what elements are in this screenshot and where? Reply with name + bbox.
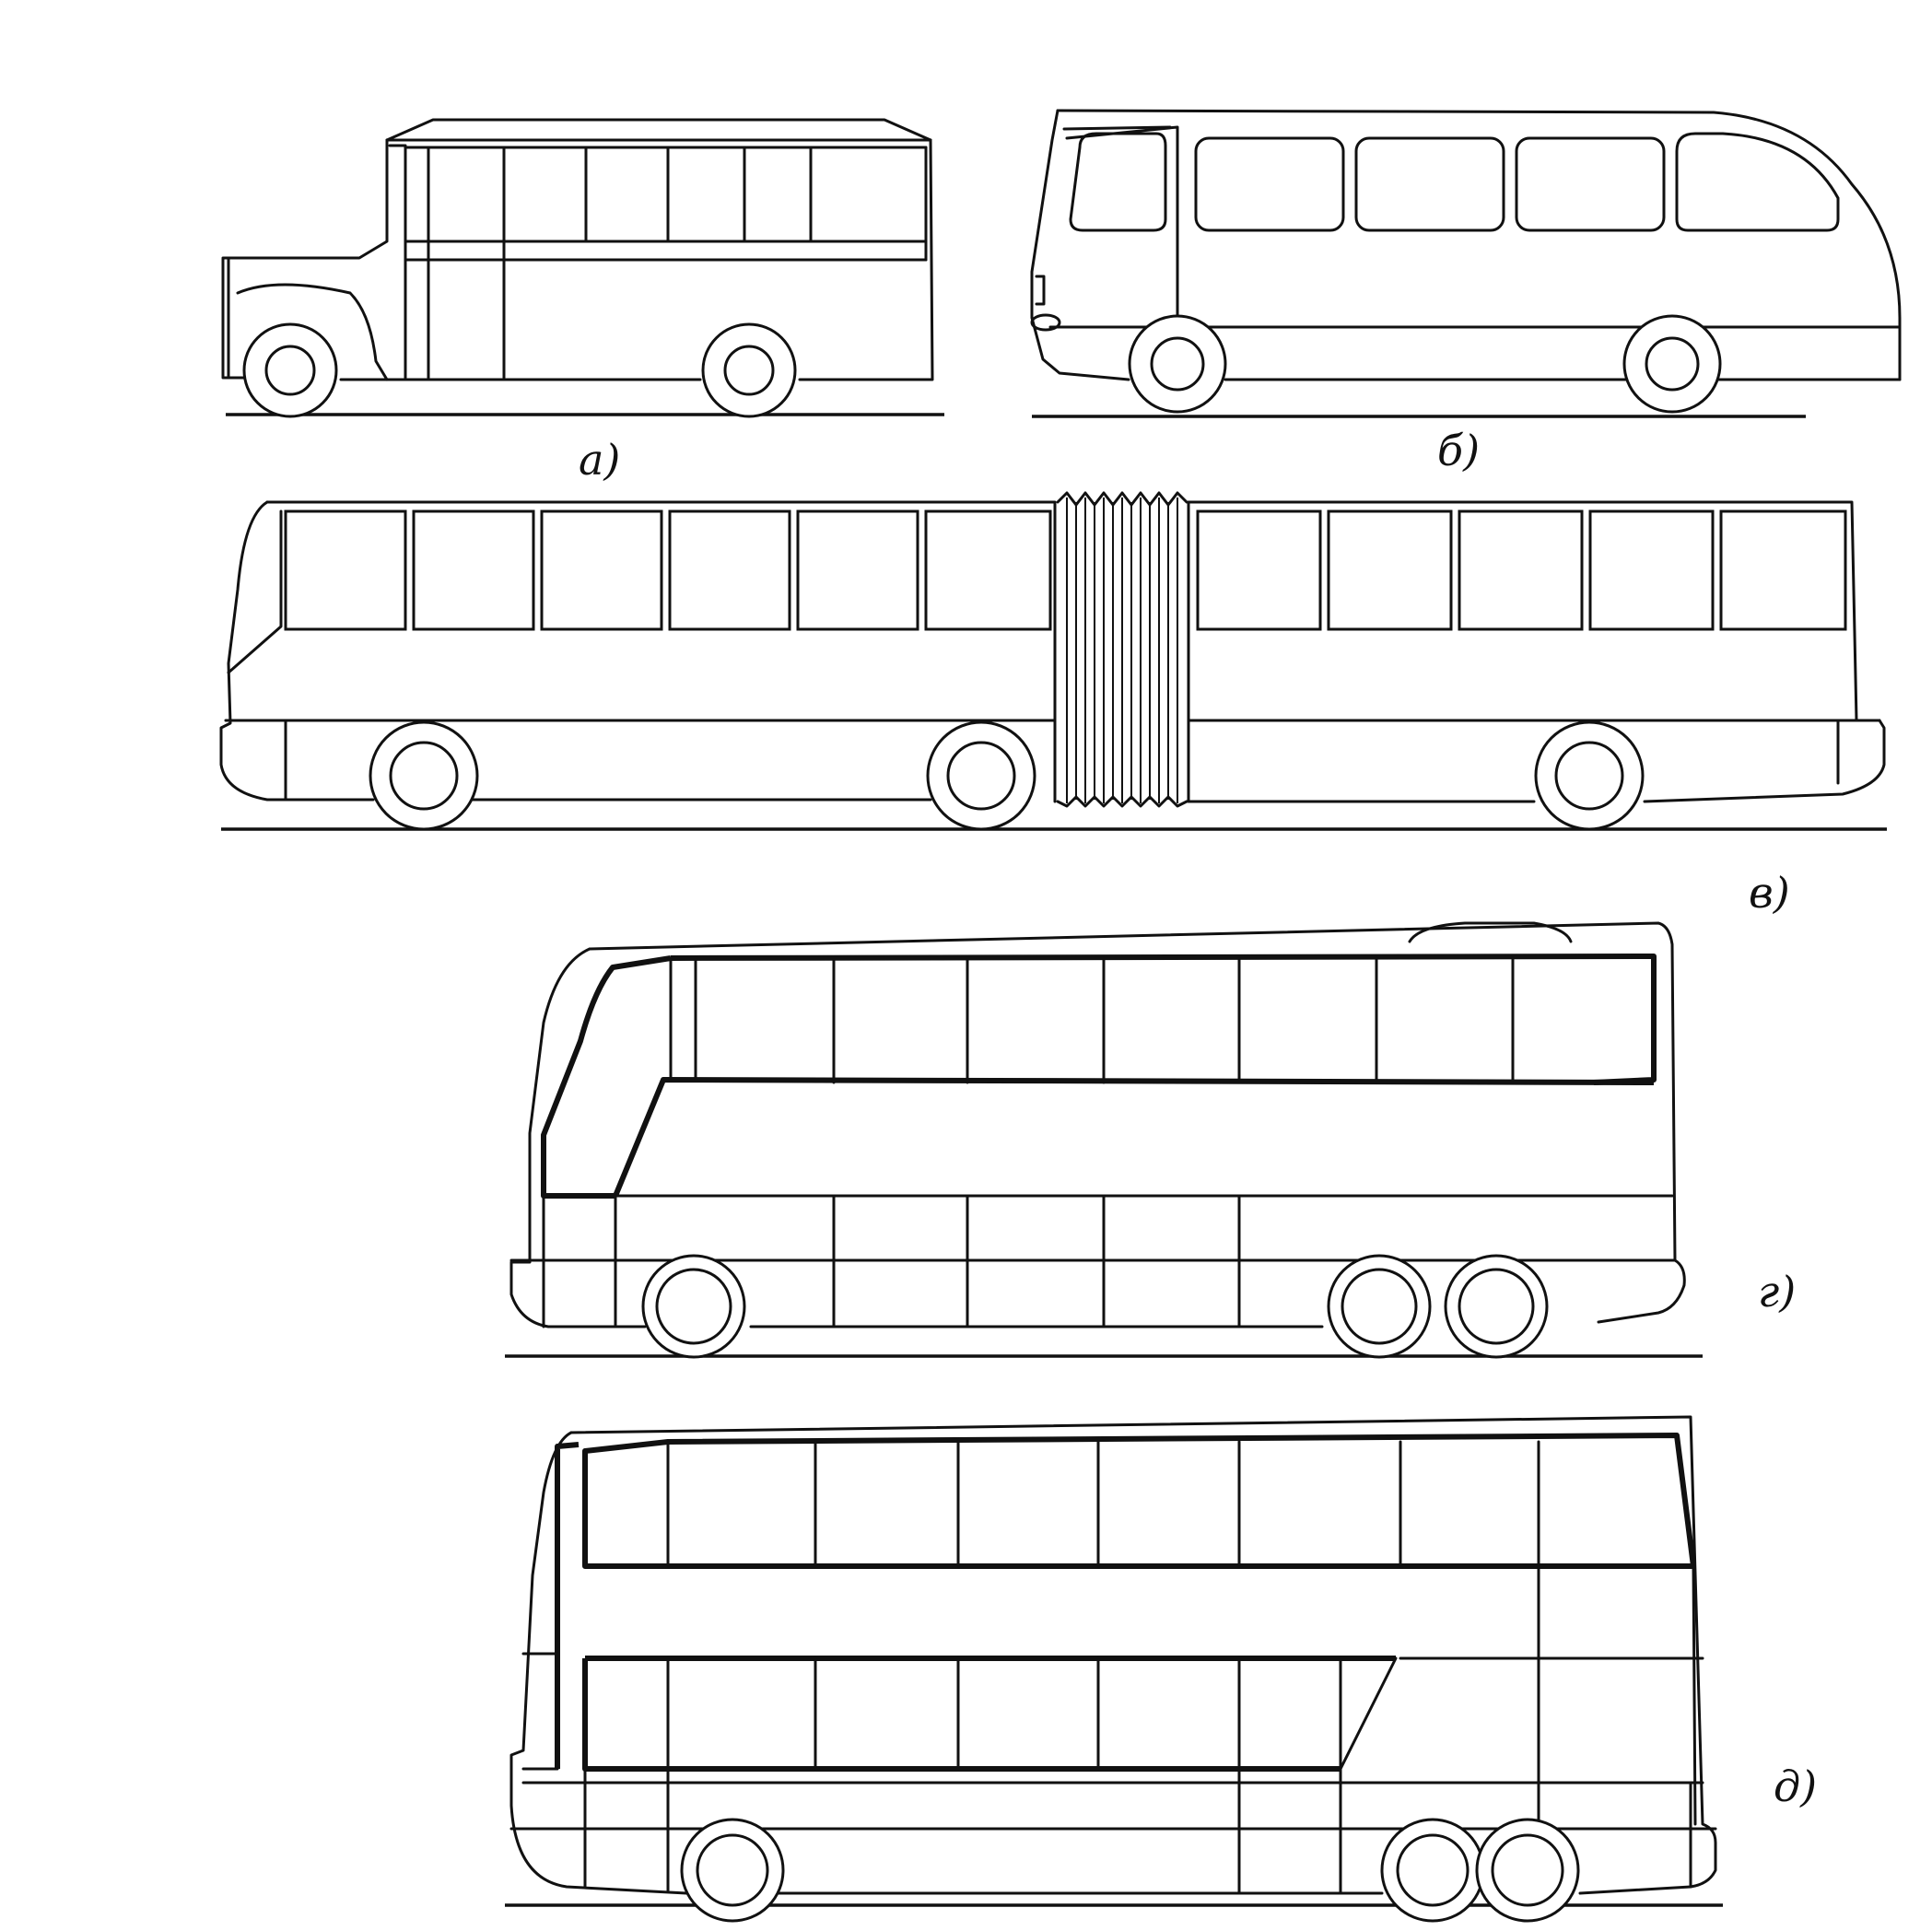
wheel-d-rear-1 [1380,1818,1485,1923]
wheel-a-rear [701,322,797,418]
wheel-g-rear-1 [1327,1254,1432,1359]
bus-v-articulated: в) [219,491,1887,918]
wheel-a-front [242,322,338,418]
wheel-d-front [680,1818,785,1923]
caption-b: б) [1437,426,1480,475]
bus-b-cabover: б) [1030,109,1902,475]
bus-d-double-decker: д) [505,1415,1817,1923]
caption-d: д) [1774,1761,1817,1811]
wheel-v-middle [926,720,1036,831]
wheel-b-front [1128,314,1227,414]
articulation-bellows [1056,491,1188,808]
bus-a-bonneted: а) [221,118,944,485]
wheel-d-rear-2 [1475,1818,1580,1923]
caption-g: г) [1758,1267,1796,1317]
wheel-g-rear-2 [1444,1254,1549,1359]
windows-rear-section [1196,509,1847,631]
wheel-g-front [641,1254,746,1359]
wheel-v-front [369,720,479,831]
windows-front-section [284,509,1052,631]
caption-a: а) [579,435,620,485]
wheel-v-rear [1534,720,1645,831]
wheel-b-rear [1622,314,1722,414]
caption-v: в) [1749,868,1790,918]
bus-g-highdeck-coach: г) [505,921,1796,1359]
